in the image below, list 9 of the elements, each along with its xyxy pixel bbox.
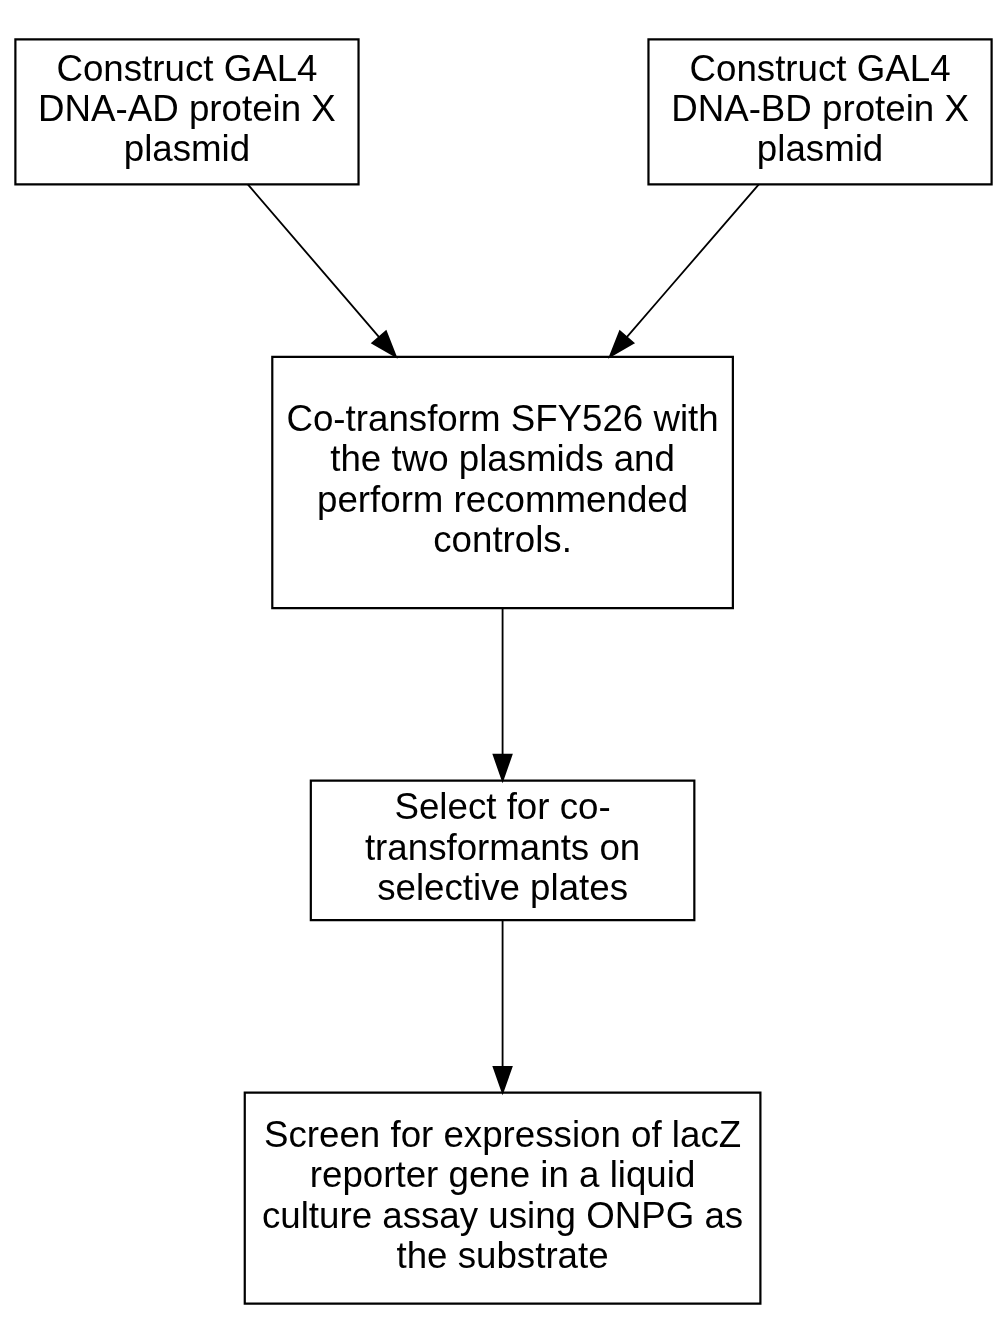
node-box: Construct GAL4 DNA-AD protein X plasmid [14, 38, 360, 186]
arrow [246, 183, 398, 359]
node-box: Construct GAL4 DNA-BD protein X plasmid [647, 38, 993, 186]
arrow [608, 183, 760, 359]
node-box: Co-transform SFY526 with the two plasmids and perform recommended controls. [271, 355, 734, 610]
node-box: Screen for expression of lacZ reporter gene in a liquid culture assay using ONPG as the substrate [243, 1091, 762, 1305]
node-box: Select for co-transformants on selective plates [309, 779, 696, 922]
arrow [492, 607, 513, 784]
arrow [492, 919, 513, 1096]
